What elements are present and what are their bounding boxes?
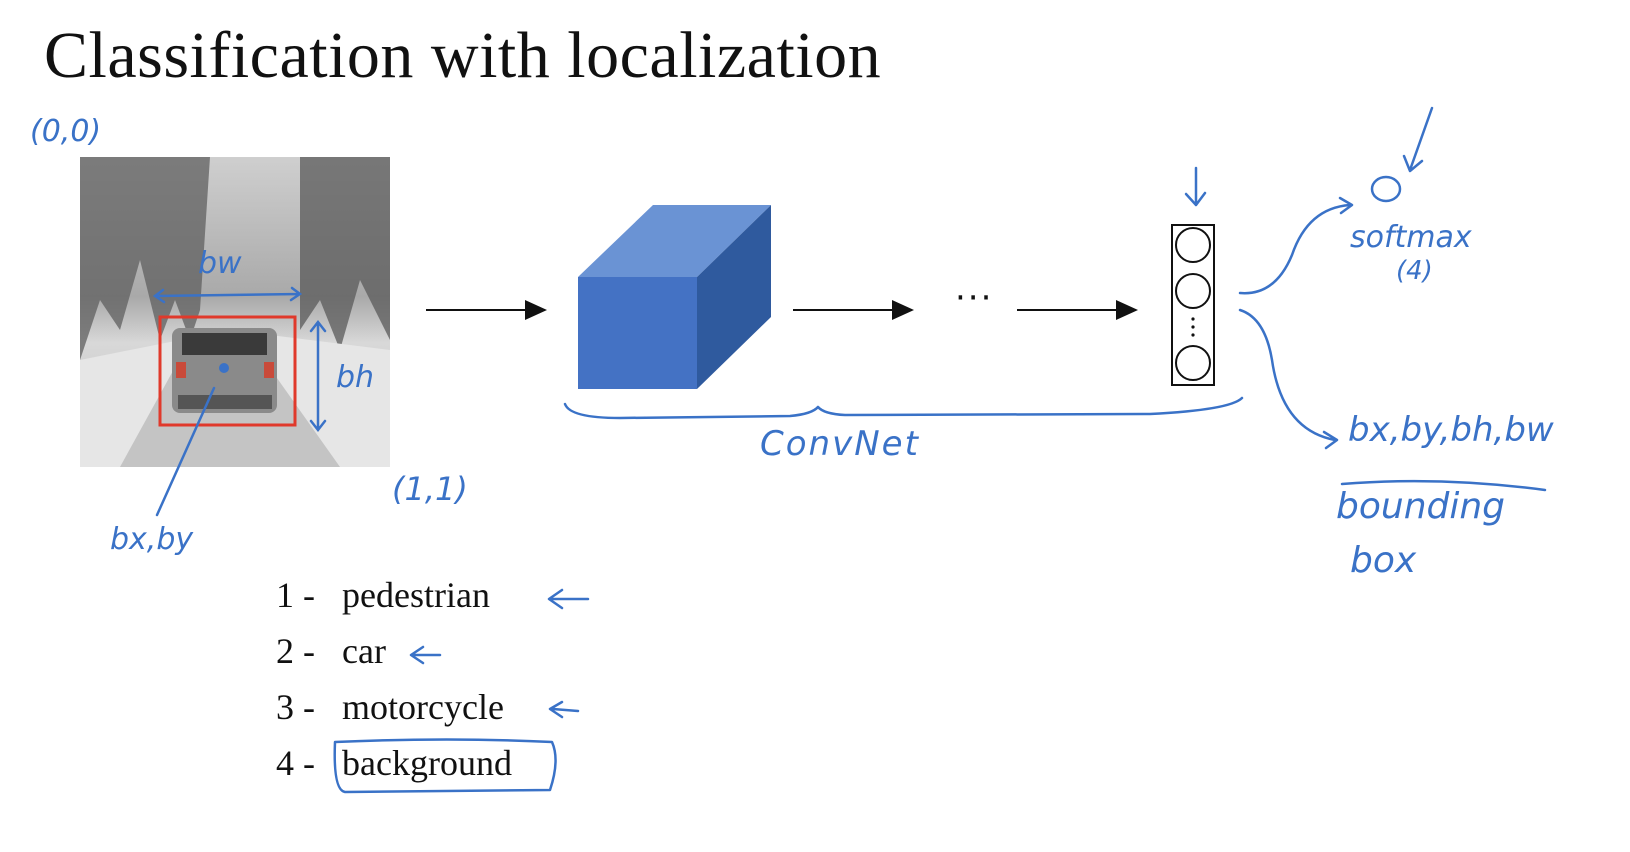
convnet-brace: [563, 396, 1244, 420]
output-layer-arrow: [1184, 166, 1207, 207]
softmax-pointer-arrow: [1402, 106, 1434, 173]
softmax-unit-circle: [1370, 175, 1402, 203]
class-number: 4 -: [276, 743, 315, 783]
bw-label: bw: [198, 246, 242, 281]
box-center-dot: [219, 363, 229, 373]
class-number: 2 -: [276, 631, 315, 671]
class-arrow-pedestrian: [547, 588, 590, 610]
class-label-car: car: [342, 631, 386, 671]
ellipsis: ···: [955, 278, 994, 318]
softmax-label: softmax: [1350, 220, 1472, 255]
bh-label: bh: [336, 360, 375, 395]
bbox-underline: [1340, 479, 1547, 492]
center-pointer: [155, 386, 216, 517]
convnet-label: ConvNet: [760, 424, 920, 464]
class-arrow-car: [409, 645, 442, 665]
bounding-box: [158, 315, 297, 427]
class-number: 1 -: [276, 575, 315, 615]
bbox-branch: [1238, 308, 1339, 450]
bbox-params: bx,by,bh,bw: [1348, 410, 1554, 450]
output-layer: [1171, 224, 1215, 386]
corner-label: (1,1): [392, 470, 468, 508]
input-image: [80, 157, 390, 467]
softmax-branch: [1238, 196, 1354, 295]
class-label-pedestrian: pedestrian: [342, 575, 490, 615]
page-title: Classification with localization: [44, 19, 882, 92]
convnet-cube: [578, 205, 771, 389]
class-number: 3 -: [276, 687, 315, 727]
background-circle: [333, 738, 557, 794]
bbox-label-line1: bounding: [1336, 486, 1506, 527]
center-label: bx,by: [110, 522, 194, 557]
bh-arrow: [309, 319, 327, 433]
class-label-background: background: [342, 743, 512, 783]
origin-label: (0,0): [30, 114, 102, 149]
softmax-count: (4): [1396, 256, 1433, 286]
class-label-motorcycle: motorcycle: [342, 687, 504, 727]
bbox-label-line2: box: [1350, 540, 1417, 581]
class-arrow-motorcycle: [548, 700, 580, 719]
bw-arrow: [152, 286, 303, 304]
